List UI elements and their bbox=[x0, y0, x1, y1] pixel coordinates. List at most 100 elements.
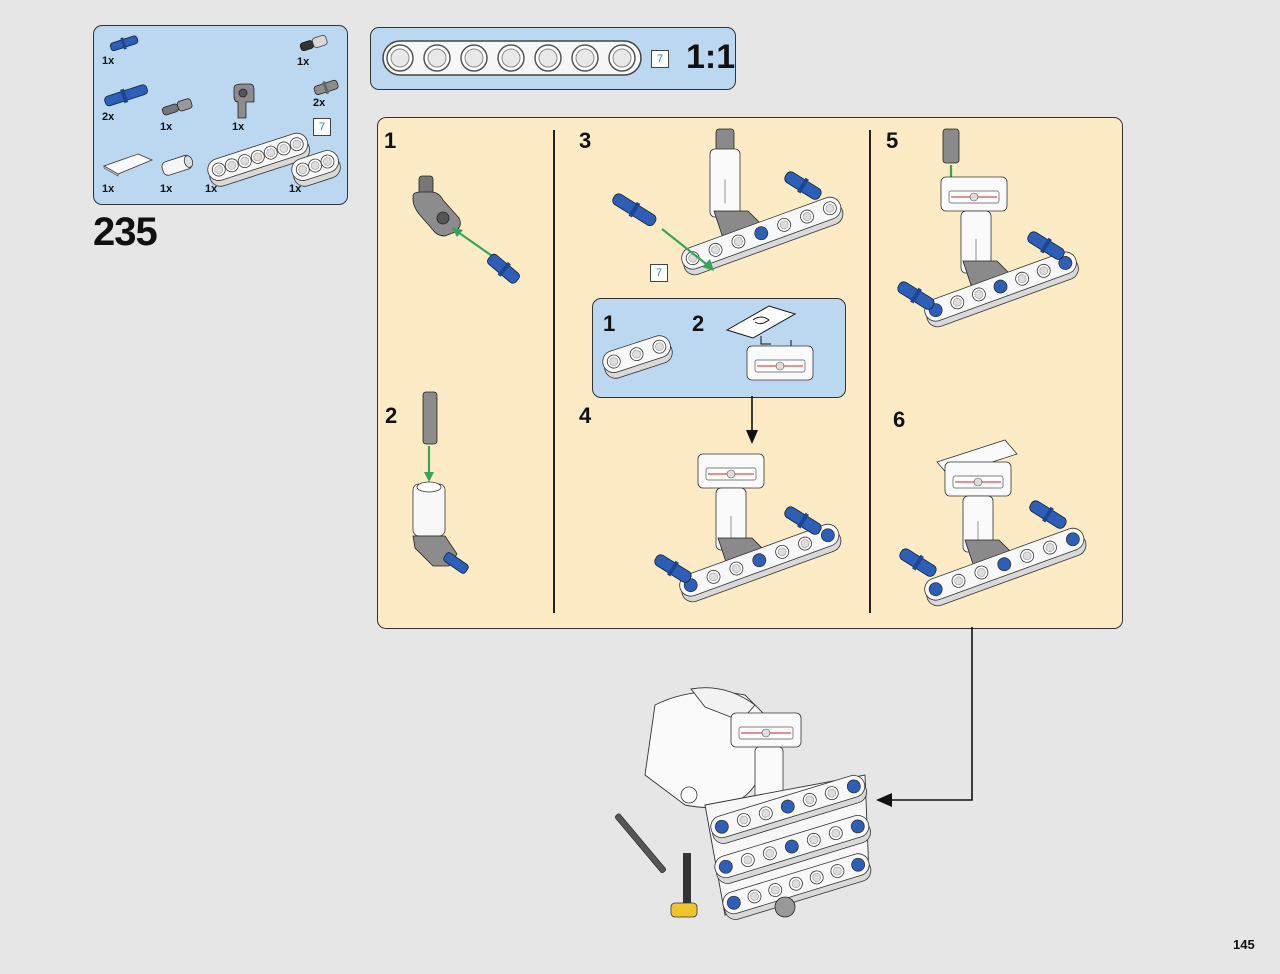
white-beam-7-icon bbox=[207, 132, 311, 187]
gray-axle-pin bbox=[942, 128, 960, 164]
gray-axle-pin bbox=[422, 391, 438, 445]
beam-hole-inner bbox=[427, 48, 447, 68]
gray-axle-pin-icon bbox=[161, 98, 193, 116]
column-divider bbox=[869, 130, 871, 613]
blue-long-pin-icon bbox=[104, 84, 148, 107]
substep-2-illustration bbox=[412, 391, 469, 574]
part-qty: 2x bbox=[313, 97, 326, 109]
white-beam-7 bbox=[924, 251, 1079, 328]
white-beam-with-sticker bbox=[746, 345, 814, 381]
black-pin-icon bbox=[299, 34, 328, 52]
part-qty: 1x bbox=[297, 56, 310, 68]
black-axle-vertical bbox=[683, 853, 691, 911]
white-brick-with-sticker bbox=[697, 453, 765, 489]
part-qty: 1x bbox=[232, 121, 245, 133]
part-qty: 1x bbox=[102, 183, 115, 195]
length-indicator: 7 bbox=[650, 264, 668, 282]
gray-angle-connector-icon bbox=[233, 83, 255, 119]
white-axle-connector bbox=[709, 148, 741, 218]
white-brick-with-sticker bbox=[730, 712, 802, 748]
beam-hole-inner bbox=[538, 48, 558, 68]
gray-angle-connector bbox=[412, 191, 461, 237]
blue-axle-pin-icon bbox=[109, 35, 139, 52]
white-beam-with-sticker bbox=[940, 176, 1008, 212]
white-beam-3 bbox=[602, 335, 673, 379]
length-indicator: 7 bbox=[313, 118, 331, 136]
white-beam-7-lower bbox=[714, 814, 871, 884]
white-beam-7 bbox=[679, 523, 842, 603]
blue-pin bbox=[784, 506, 822, 535]
inset-illustration bbox=[602, 305, 814, 381]
length-indicator: 7 bbox=[651, 50, 669, 68]
beam-scale-icon bbox=[382, 40, 642, 76]
sticker-sheet-icon bbox=[725, 305, 797, 339]
substep-number-3: 3 bbox=[579, 128, 592, 153]
blue-pin-end bbox=[846, 779, 861, 794]
blue-pin-end bbox=[997, 557, 1012, 572]
substep-4-illustration bbox=[654, 453, 842, 603]
blue-pin-inserted bbox=[612, 193, 657, 227]
white-brick-with-sticker bbox=[944, 461, 1012, 497]
blue-pin-end bbox=[850, 819, 865, 834]
column-divider bbox=[553, 130, 555, 613]
green-assembly-arrow bbox=[661, 228, 711, 268]
blue-pin-end bbox=[780, 799, 795, 814]
blue-pin-end bbox=[726, 895, 741, 910]
gray-axle-pin bbox=[715, 128, 735, 152]
white-beam-3-icon bbox=[291, 150, 341, 187]
substep-4-arrow bbox=[746, 396, 758, 444]
callout-arrow bbox=[876, 627, 973, 807]
blue-pin bbox=[487, 253, 520, 284]
white-tile-icon bbox=[103, 153, 154, 177]
page-number: 145 bbox=[1233, 937, 1255, 952]
substep-6-illustration bbox=[899, 439, 1087, 607]
blue-pin bbox=[443, 552, 469, 574]
substep-number-4: 4 bbox=[579, 403, 592, 428]
part-qty: 1x bbox=[102, 55, 115, 67]
gray-pin-icon bbox=[313, 79, 339, 96]
blue-pin bbox=[784, 171, 822, 200]
part-qty: 2x bbox=[102, 111, 115, 123]
substep-1-illustration bbox=[412, 175, 520, 284]
blue-pin-end bbox=[1065, 532, 1080, 547]
white-beam-7 bbox=[207, 132, 311, 187]
blue-pin-end bbox=[851, 857, 866, 872]
white-beam-7-front bbox=[710, 774, 867, 844]
part-qty: 1x bbox=[160, 121, 173, 133]
substep-number-1: 1 bbox=[384, 128, 397, 153]
white-beam-7 bbox=[681, 196, 844, 276]
beam-hole-inner bbox=[501, 48, 521, 68]
blue-pin-end bbox=[752, 553, 767, 568]
scale-ratio: 1:1 bbox=[686, 38, 736, 76]
blue-pin bbox=[654, 554, 692, 583]
white-axle-connector-icon bbox=[161, 154, 194, 176]
step-number: 235 bbox=[93, 210, 158, 254]
blue-pin bbox=[897, 281, 935, 310]
beam-hole-inner bbox=[464, 48, 484, 68]
white-beam-3 bbox=[291, 150, 341, 187]
blue-pin bbox=[1027, 231, 1065, 260]
substep-3-illustration bbox=[612, 128, 844, 276]
blue-pin-end bbox=[820, 528, 835, 543]
part-qty: 1x bbox=[205, 183, 218, 195]
blue-pin-end bbox=[784, 839, 799, 854]
part-qty: 1x bbox=[289, 183, 302, 195]
substep-5-illustration bbox=[897, 128, 1079, 328]
blue-pin-end bbox=[928, 582, 943, 597]
inset-step-1: 1 bbox=[603, 311, 616, 336]
blue-pin-end bbox=[1058, 256, 1073, 270]
blue-pin-end bbox=[993, 279, 1008, 294]
gray-bushing bbox=[774, 896, 796, 918]
yellow-axle-connector bbox=[670, 902, 698, 918]
blue-pin-end bbox=[754, 226, 769, 241]
white-beam-7-bottom bbox=[722, 853, 872, 920]
beam-hole-inner bbox=[612, 48, 632, 68]
part-qty: 1x bbox=[160, 183, 173, 195]
white-axle-connector bbox=[962, 495, 994, 553]
substep-number-5: 5 bbox=[886, 128, 899, 153]
substep-number-2: 2 bbox=[385, 403, 398, 428]
black-axle bbox=[614, 813, 667, 874]
blue-pin bbox=[1029, 500, 1067, 529]
blue-pin bbox=[899, 548, 937, 577]
blue-pin-end bbox=[718, 859, 733, 874]
